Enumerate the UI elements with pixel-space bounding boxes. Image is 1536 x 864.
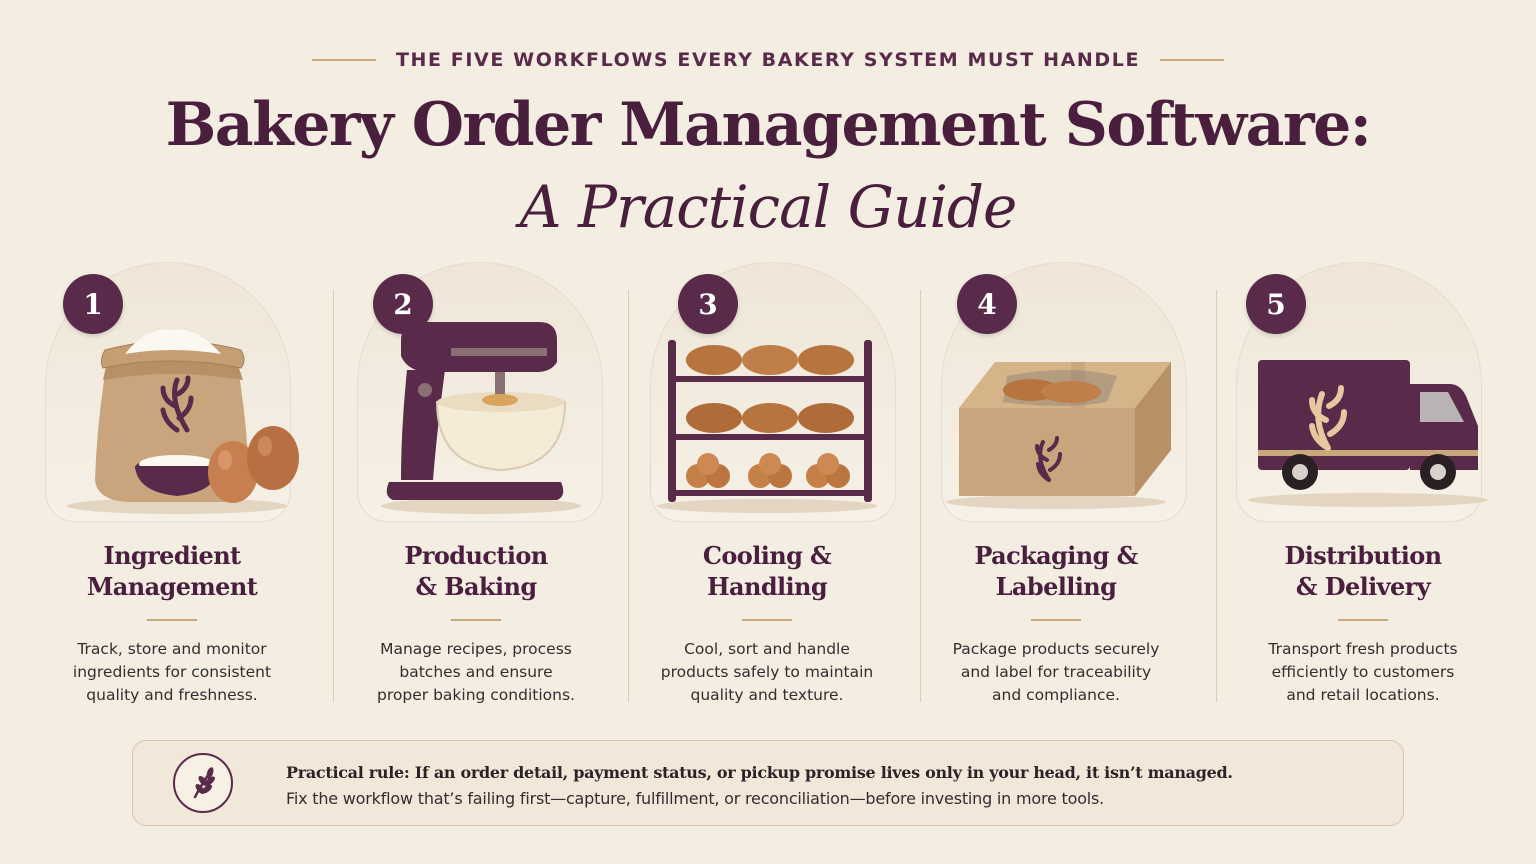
bread-box-icon [921, 310, 1191, 520]
page-title: Bakery Order Management Software: [165, 90, 1372, 160]
description-line: ingredients for consistent [72, 663, 272, 681]
workflow-description: Track, store and monitor ingredients for… [37, 638, 307, 707]
workflow-title-line: Distribution [1284, 541, 1443, 570]
description-line: proper baking conditions. [377, 686, 575, 704]
title-underline [1031, 619, 1081, 621]
practical-rule-text: Fix the workflow that’s failing first—ca… [286, 789, 1105, 808]
column-divider [920, 290, 921, 702]
workflow-title-line: Ingredient [103, 541, 241, 570]
delivery-truck-icon [1228, 310, 1498, 520]
eyebrow-line-right [1160, 59, 1225, 61]
description-line: and retail locations. [1286, 686, 1440, 704]
description-line: and compliance. [992, 686, 1120, 704]
workflow-title-line: Management [86, 572, 258, 601]
step-number-badge: 4 [957, 274, 1017, 334]
title-underline [451, 619, 501, 621]
title-underline [147, 619, 197, 621]
workflow-title-line: & Baking [415, 572, 537, 601]
workflow-title-line: Cooling & [702, 541, 832, 570]
practical-rule-callout: Practical rule: If an order detail, paym… [132, 740, 1404, 826]
workflow-title-line: Labelling [995, 572, 1117, 601]
stand-mixer-icon [341, 310, 611, 520]
cooling-rack-icon [632, 310, 902, 520]
step-number-badge: 1 [63, 274, 123, 334]
workflow-description: Cool, sort and handle products safely to… [632, 638, 902, 707]
workflow-description: Manage recipes, process batches and ensu… [341, 638, 611, 707]
eyebrow-text: THE FIVE WORKFLOWS EVERY BAKERY SYSTEM M… [395, 49, 1141, 71]
description-line: batches and ensure [399, 663, 553, 681]
eyebrow-row: THE FIVE WORKFLOWS EVERY BAKERY SYSTEM M… [0, 44, 1536, 76]
description-line: and label for traceability [960, 663, 1152, 681]
description-line: Cool, sort and handle [684, 640, 850, 658]
flour-sack-eggs-icon [37, 310, 307, 520]
step-number-badge: 3 [678, 274, 738, 334]
workflow-title: Distribution & Delivery [1228, 540, 1498, 602]
workflow-title-line: Packaging & [974, 541, 1138, 570]
description-line: Package products securely [952, 640, 1160, 658]
workflow-title: Production & Baking [341, 540, 611, 602]
workflow-title: Cooling & Handling [632, 540, 902, 602]
workflow-title: Packaging & Labelling [921, 540, 1191, 602]
eyebrow-line-left [311, 59, 376, 61]
practical-rule-heading: Practical rule: If an order detail, paym… [286, 763, 1233, 782]
description-line: efficiently to customers [1271, 663, 1455, 681]
description-line: Track, store and monitor [77, 640, 267, 658]
workflow-description: Package products securely and label for … [921, 638, 1191, 707]
workflow-title-line: Handling [706, 572, 828, 601]
wheat-icon [173, 753, 233, 813]
column-divider [1216, 290, 1217, 702]
column-divider [333, 290, 334, 702]
title-underline [1338, 619, 1388, 621]
column-divider [628, 290, 629, 702]
description-line: products safely to maintain [660, 663, 874, 681]
workflow-description: Transport fresh products efficiently to … [1228, 638, 1498, 707]
page-subtitle: A Practical Guide [519, 173, 1018, 241]
workflow-title-line: & Delivery [1295, 572, 1431, 601]
description-line: quality and texture. [690, 686, 844, 704]
description-line: Manage recipes, process [380, 640, 572, 658]
step-number-badge: 5 [1246, 274, 1306, 334]
description-line: quality and freshness. [86, 686, 258, 704]
workflow-title-line: Production [404, 541, 548, 570]
workflow-title: Ingredient Management [37, 540, 307, 602]
description-line: Transport fresh products [1268, 640, 1458, 658]
title-underline [742, 619, 792, 621]
